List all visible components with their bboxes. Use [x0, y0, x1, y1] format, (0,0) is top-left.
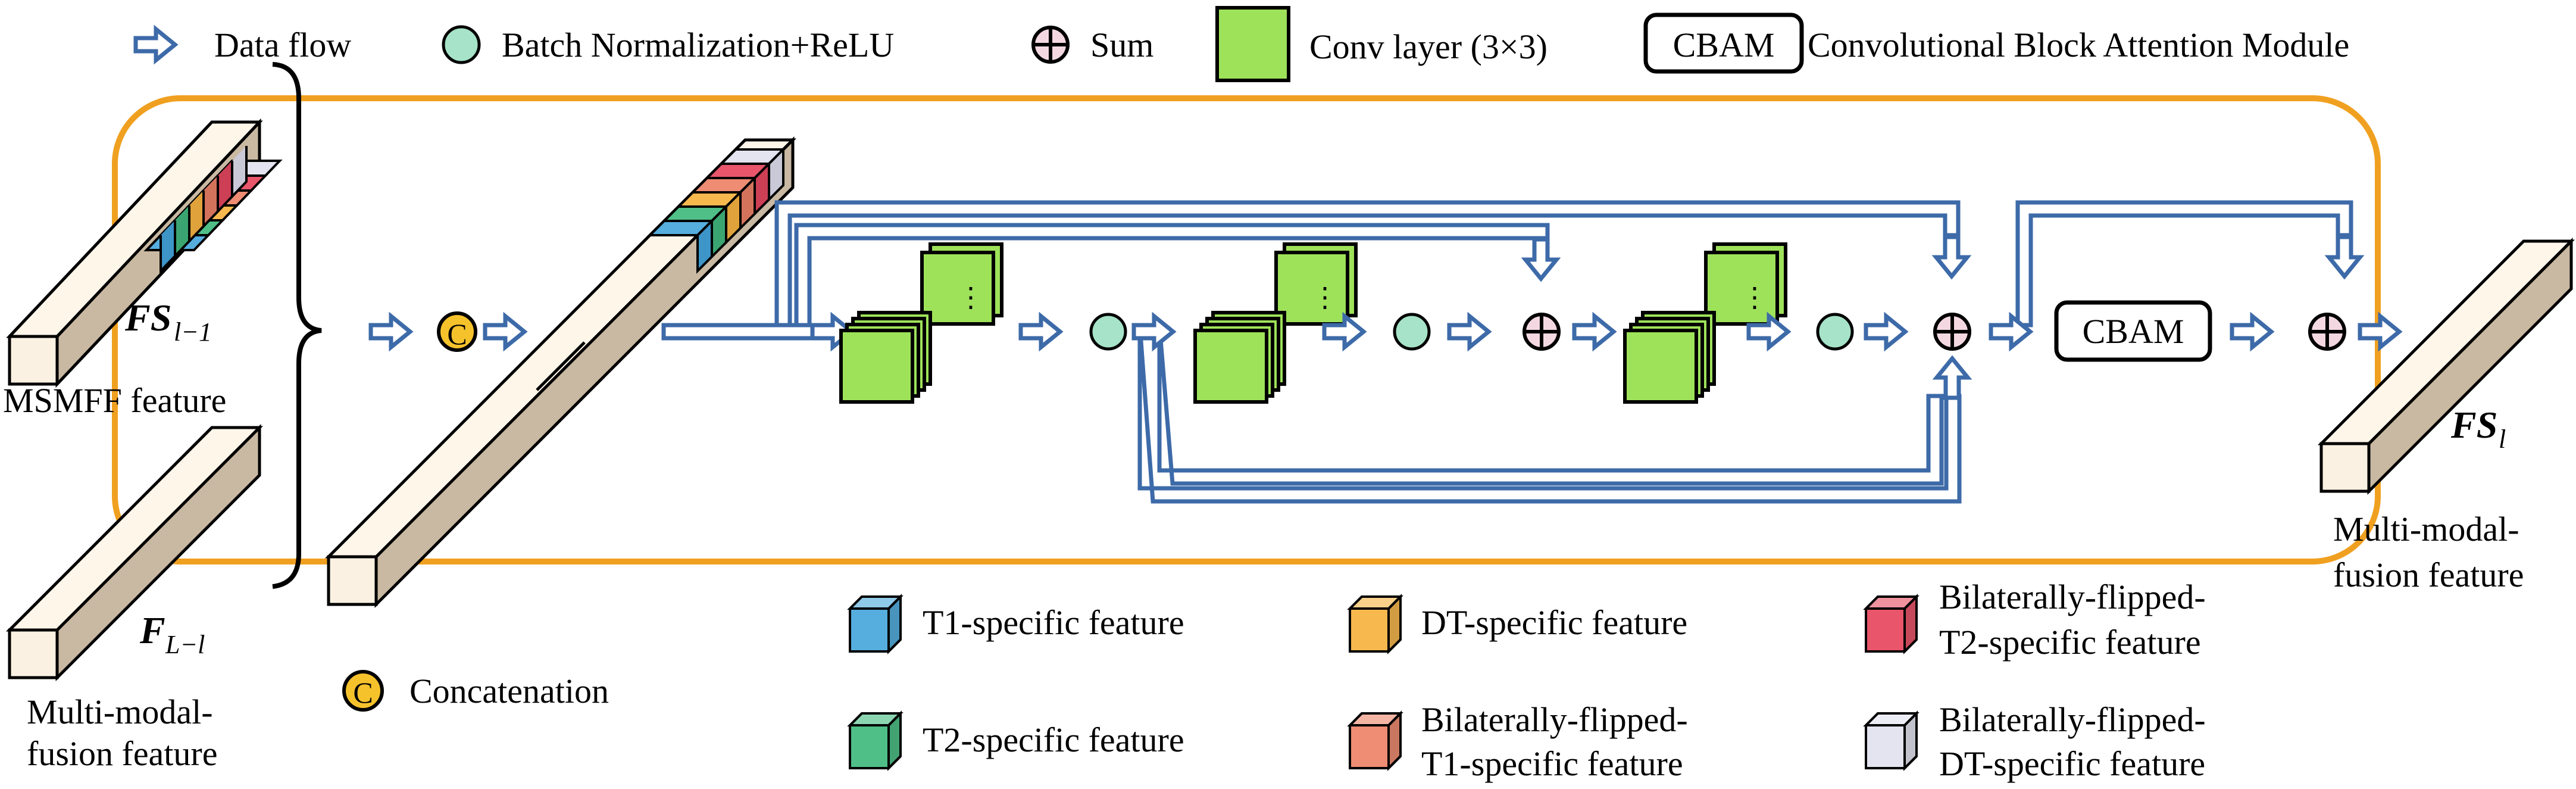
legend-bft2-label-2: T2-specific feature: [1939, 623, 2201, 662]
arrow-bn2-to-sum1-icon: [1449, 316, 1489, 347]
legend-bft2-cube-icon: [1865, 595, 1918, 653]
legend-bfdt-label-1: Bilaterally-flipped-: [1939, 700, 2206, 739]
legend-concat-label: Concatenation: [409, 672, 609, 710]
f-input-subscript: L−l: [165, 630, 205, 659]
legend-top: Data flow Batch Normalization+ReLU Sum C…: [136, 6, 2349, 82]
legend-bft1-label-1: Bilaterally-flipped-: [1421, 700, 1688, 739]
legend-cbam-box-icon: [1643, 13, 1804, 74]
legend-t1-cube-icon: [849, 595, 902, 653]
f-input-label: F L−l: [139, 609, 205, 659]
legend-bft1-cube-icon: [1349, 712, 1402, 769]
conv-stack-1-dots: ⋮: [957, 282, 984, 313]
legend-bft1-label-2: T1-specific feature: [1421, 744, 1683, 783]
arrow-conv1-to-bn1-icon: [1021, 316, 1060, 347]
output-fusion-label-1: Multi-modal-: [2333, 510, 2519, 548]
arrow-bn3-to-sum2-icon: [1866, 316, 1905, 347]
multimodal-fusion-input-label-1: Multi-modal-: [27, 693, 213, 731]
conv-stack-3-dots: ⋮: [1741, 282, 1768, 313]
legend-concat-icon: [342, 670, 384, 712]
bn-relu-3: [1818, 314, 1852, 349]
arrow-to-output-icon: [2360, 316, 2399, 347]
output-fusion-label-2: fusion feature: [2333, 556, 2524, 594]
output-label: FS l: [2450, 404, 2506, 454]
conv-stack-1: [841, 244, 1002, 402]
legend-data-flow-arrow-icon: [136, 29, 175, 60]
concat-node-symbol: C: [447, 317, 467, 351]
legend-bft2-label-1: Bilaterally-flipped-: [1939, 578, 2206, 616]
legend-data-flow-label: Data flow: [214, 26, 351, 64]
f-input-symbol: F: [139, 609, 165, 651]
sum-node-1: [1524, 314, 1559, 349]
output-subscript: l: [2499, 425, 2506, 454]
skip-arrow-to-final-sum-icon: [2329, 237, 2360, 276]
legend-bottom: C Concatenation T1-specific feature T2-s…: [342, 578, 2206, 783]
legend-bfdt-cube-icon: [1865, 712, 1918, 769]
arrow-sum1-to-conv3-icon: [1574, 316, 1614, 347]
sum-node-final: [2310, 314, 2344, 349]
cbam-module: [2054, 300, 2212, 362]
fs-prev-label: FS l−1: [124, 297, 212, 347]
legend-t2-label: T2-specific feature: [923, 721, 1184, 759]
msmff-feature-label: MSMFF feature: [3, 381, 226, 420]
output-feature-beam: [2317, 237, 2575, 495]
f-input-feature-beam: [5, 423, 264, 682]
legend-conv-label: Conv layer (3×3): [1309, 27, 1548, 66]
concatenated-feature-beam: [324, 136, 797, 609]
fs-prev-feature-beam: [6, 118, 283, 388]
cbam-module-label: CBAM: [2083, 312, 2184, 351]
legend-t1-label: T1-specific feature: [923, 603, 1184, 642]
legend-cbam-desc: Convolutional Block Attention Module: [1808, 26, 2349, 64]
fs-prev-subscript: l−1: [174, 317, 212, 347]
legend-bn-relu-label: Batch Normalization+ReLU: [502, 26, 894, 64]
multimodal-fusion-input-label-2: fusion feature: [27, 734, 217, 773]
skip-arrow-to-sum1-icon: [1525, 239, 1556, 279]
skip-arrow-to-sum2-top-icon: [1936, 237, 1967, 276]
legend-t2-cube-icon: [849, 712, 902, 769]
output-symbol: FS: [2450, 404, 2497, 446]
arrow-from-concat-icon: [485, 316, 524, 347]
fs-prev-symbol: FS: [124, 297, 171, 339]
sum-node-2: [1935, 314, 1969, 349]
bn-relu-2: [1395, 314, 1429, 349]
skip-arrow-to-sum2-bottom-icon: [1937, 358, 1968, 398]
legend-cbam-box-label: CBAM: [1673, 26, 1775, 64]
legend-conv-icon: [1215, 6, 1290, 82]
legend-dt-label: DT-specific feature: [1421, 603, 1687, 642]
legend-sum-icon: [1033, 27, 1068, 62]
bn-relu-1: [1091, 314, 1126, 349]
legend-sum-label: Sum: [1090, 26, 1153, 64]
legend-bn-relu-icon: [442, 25, 481, 64]
legend-bfdt-label-2: DT-specific feature: [1939, 744, 2205, 783]
legend-concat-symbol: C: [353, 676, 373, 709]
conv-stack-2-dots: ⋮: [1311, 282, 1339, 313]
legend-dt-cube-icon: [1349, 595, 1402, 653]
arrow-cbam-to-final-sum-icon: [2232, 316, 2271, 347]
arrow-to-concat-icon: [371, 316, 410, 347]
merge-brace: [272, 62, 322, 589]
concat-node: C: [437, 311, 477, 352]
